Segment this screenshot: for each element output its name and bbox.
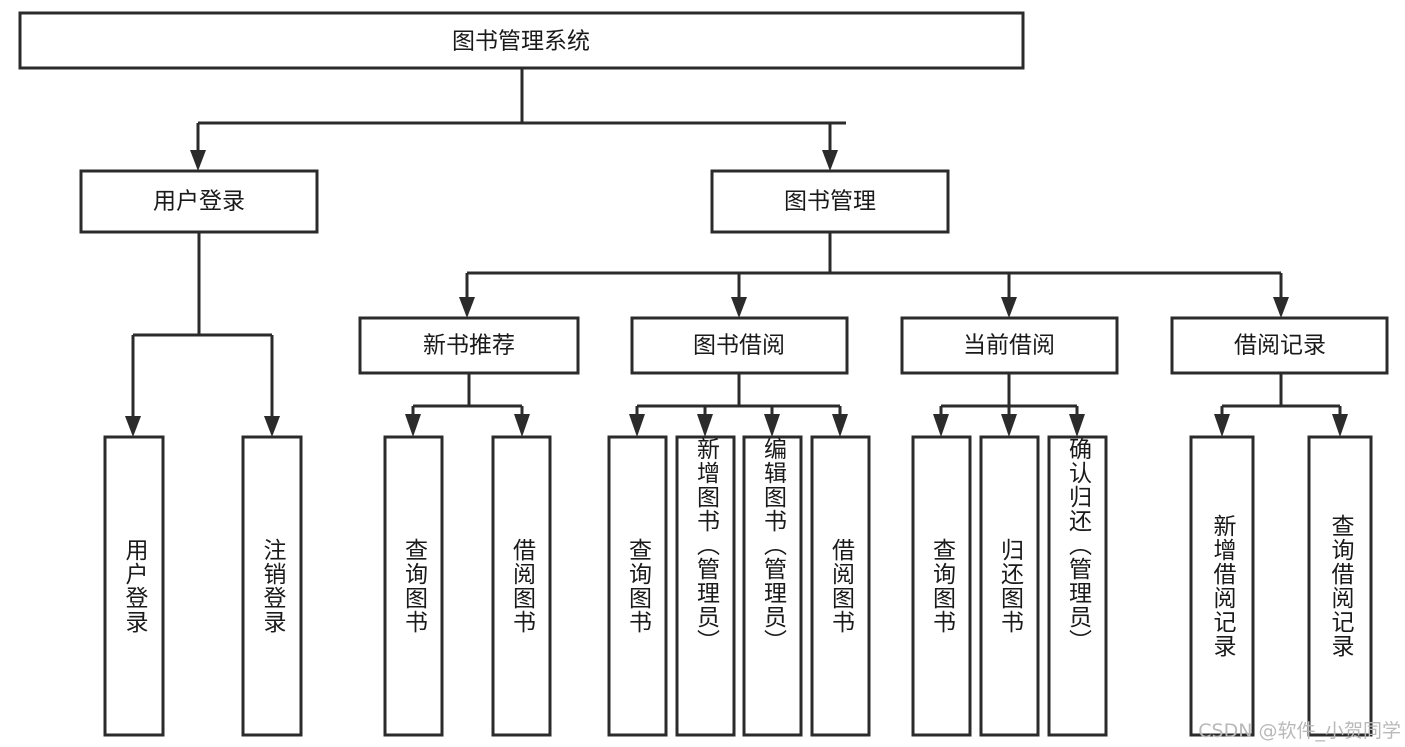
connector-new-book-rec-to-leaves — [405, 373, 530, 437]
connector-book-manage-to-level3 — [459, 232, 1289, 318]
node-borrow-record-label: 借阅记录 — [1234, 333, 1326, 359]
leaf-box[interactable] — [241, 435, 303, 737]
leaf-box[interactable] — [1047, 435, 1108, 737]
connector-book-borrow-to-leaves — [629, 373, 848, 437]
leaf-box[interactable] — [810, 435, 871, 737]
leaf-box[interactable] — [911, 435, 972, 737]
node-current-borrow-label: 当前借阅 — [963, 333, 1055, 359]
leaf-box[interactable] — [607, 435, 668, 737]
node-root[interactable]: 图书管理系统 — [18, 11, 1025, 70]
leaf-box[interactable] — [491, 435, 552, 737]
node-book-borrow-label: 图书借阅 — [693, 333, 785, 359]
node-user-login[interactable]: 用户登录 — [79, 169, 319, 234]
node-book-borrow[interactable]: 图书借阅 — [630, 316, 849, 375]
leaf-box[interactable] — [383, 435, 444, 737]
node-new-book-rec[interactable]: 新书推荐 — [358, 316, 580, 375]
connector-root-to-level2 — [190, 68, 846, 171]
leaf-box[interactable] — [1307, 435, 1373, 737]
node-root-label: 图书管理系统 — [452, 29, 590, 55]
leaf-box[interactable] — [979, 435, 1040, 737]
node-book-manage-label: 图书管理 — [784, 189, 876, 215]
connector-user-login-to-leaves — [125, 232, 280, 437]
node-user-login-label: 用户登录 — [153, 189, 245, 215]
connector-borrow-record-to-leaves — [1214, 373, 1348, 437]
node-borrow-record[interactable]: 借阅记录 — [1170, 316, 1389, 375]
node-current-borrow[interactable]: 当前借阅 — [900, 316, 1119, 375]
leaf-box[interactable] — [1189, 435, 1255, 737]
node-new-book-rec-label: 新书推荐 — [423, 333, 515, 359]
connector-current-borrow-to-leaves — [933, 373, 1085, 437]
leaf-box[interactable] — [675, 435, 736, 737]
leaf-box[interactable] — [103, 435, 165, 737]
leaf-box[interactable] — [742, 435, 803, 737]
node-book-manage[interactable]: 图书管理 — [710, 169, 950, 234]
